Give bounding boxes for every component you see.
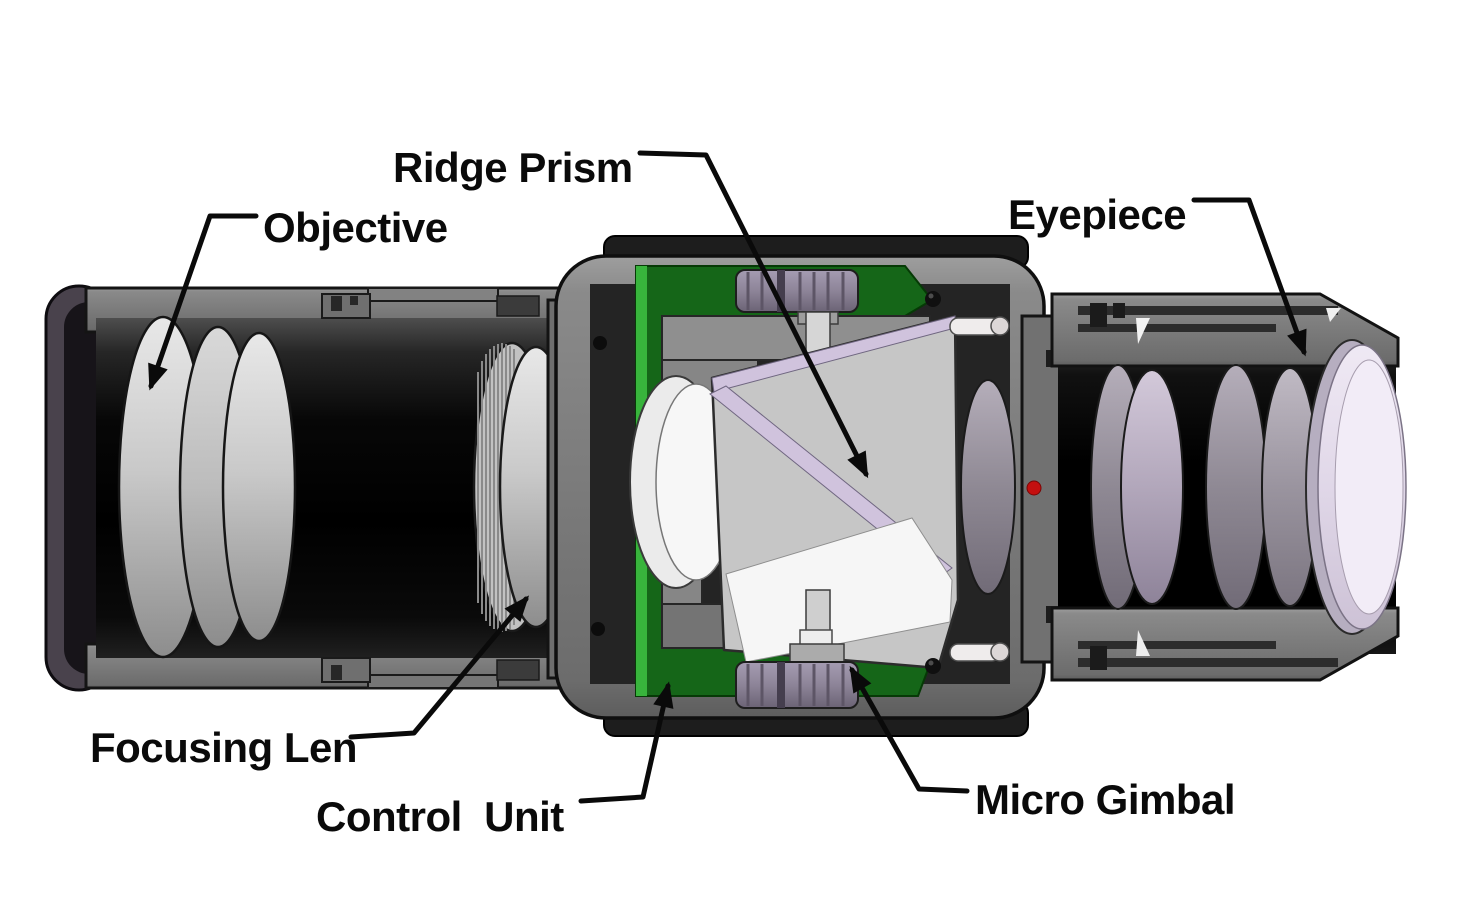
- eyepiece-grooves-top: [1078, 303, 1341, 344]
- objective-barrel: [44, 284, 574, 692]
- label-control-unit: Control Unit: [316, 793, 564, 840]
- label-eyepiece: Eyepiece: [1008, 191, 1187, 238]
- housing-step-details: [321, 287, 540, 689]
- prism-housing: [554, 235, 1046, 737]
- focusing-len-leader: [348, 595, 530, 740]
- relay-lens: [960, 379, 1016, 595]
- gimbal-shaft-bottom: [805, 589, 831, 635]
- objective-lens-group: [117, 315, 297, 659]
- indicator-led: [1026, 480, 1042, 496]
- prism-reflective-face: [725, 517, 953, 663]
- eyepiece-lens-group: [1090, 364, 1319, 610]
- eyepiece-eye-lens: [1305, 339, 1407, 635]
- label-ridge-prism: Ridge Prism: [393, 144, 633, 191]
- eyepiece-grooves-bottom: [1078, 630, 1338, 670]
- label-micro-gimbal: Micro Gimbal: [975, 776, 1236, 823]
- control-unit-leader: [578, 681, 674, 804]
- ridge-prism-leader: [637, 150, 869, 479]
- mount-pins: [949, 316, 1010, 662]
- ridge-prism-glass: [629, 314, 960, 670]
- label-objective: Objective: [263, 204, 448, 251]
- micro-gimbal-actuator: [735, 589, 859, 709]
- micro-gimbal-leader: [849, 665, 970, 794]
- eyepiece-leader: [1191, 197, 1307, 357]
- leader-lines: [148, 150, 1307, 804]
- objective-leader: [148, 213, 259, 391]
- eyepiece-barrel: [960, 292, 1407, 682]
- screw-dots: [591, 291, 941, 674]
- label-focusing-len: Focusing Len: [90, 724, 358, 771]
